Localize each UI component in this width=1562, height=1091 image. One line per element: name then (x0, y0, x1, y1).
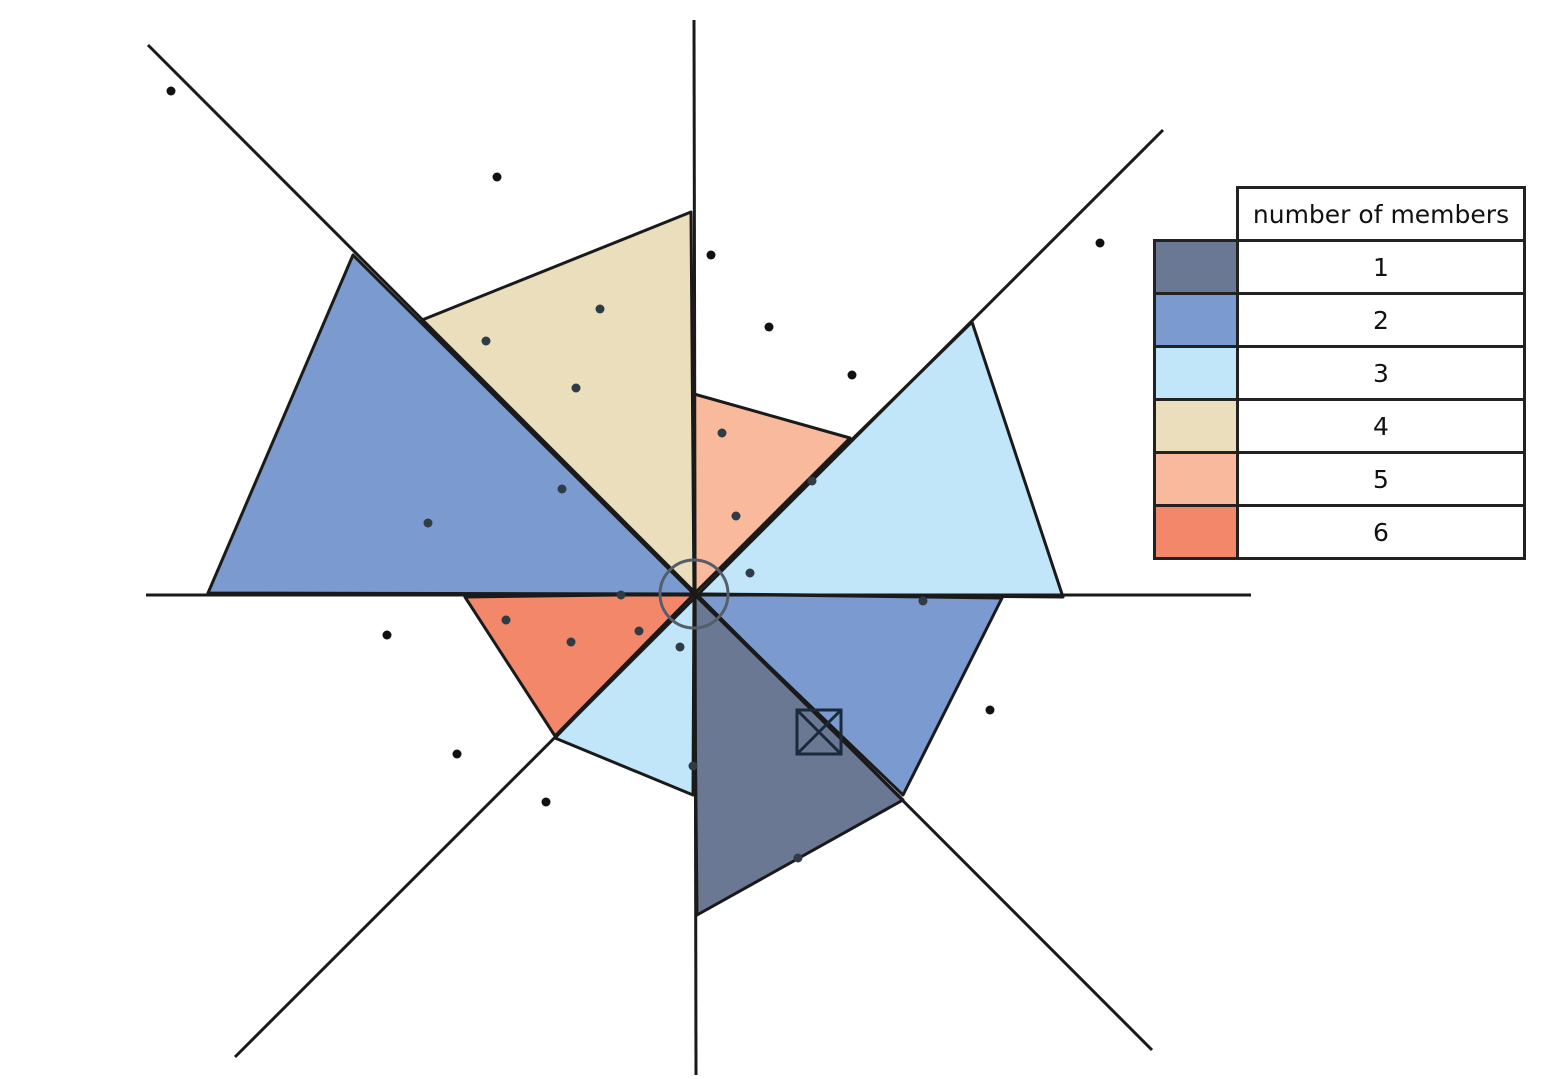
legend-swatch (1153, 239, 1239, 295)
legend-table: number of members 1 2 3 4 5 6 (1153, 186, 1526, 560)
legend-label: 3 (1236, 345, 1526, 401)
data-point (918, 596, 928, 606)
data-point (634, 626, 644, 636)
data-point (688, 761, 698, 771)
legend-label: 2 (1236, 292, 1526, 348)
data-point (541, 797, 551, 807)
legend-swatch (1153, 345, 1239, 401)
data-point (793, 853, 803, 863)
data-point (166, 86, 176, 96)
legend-label: 1 (1236, 239, 1526, 295)
data-point (557, 484, 567, 494)
legend-label: 5 (1236, 451, 1526, 507)
boundary-line (146, 43, 1154, 1052)
data-point (1095, 238, 1105, 248)
boundary-line (692, 19, 698, 1076)
data-point (745, 568, 755, 578)
data-point (423, 518, 433, 528)
data-point (807, 476, 817, 486)
data-point (717, 428, 727, 438)
legend-swatch (1153, 504, 1239, 560)
data-point (706, 250, 716, 260)
data-point (452, 749, 462, 759)
crossed-box-marker (795, 708, 843, 756)
legend-swatch (1153, 292, 1239, 348)
data-point (501, 615, 511, 625)
data-point (847, 370, 857, 380)
data-point (675, 642, 685, 652)
data-point (481, 336, 491, 346)
legend-swatch (1153, 451, 1239, 507)
data-point (571, 383, 581, 393)
legend-label: 4 (1236, 398, 1526, 454)
center-circle (658, 558, 730, 630)
data-point (566, 637, 576, 647)
data-point (382, 630, 392, 640)
legend-label: 6 (1236, 504, 1526, 560)
data-point (492, 172, 502, 182)
boundary-line (233, 128, 1165, 1059)
data-point (764, 322, 774, 332)
legend-title: number of members (1236, 186, 1526, 242)
data-point (616, 590, 626, 600)
data-point (731, 511, 741, 521)
data-point (985, 705, 995, 715)
legend-swatch (1153, 398, 1239, 454)
data-point (595, 304, 605, 314)
